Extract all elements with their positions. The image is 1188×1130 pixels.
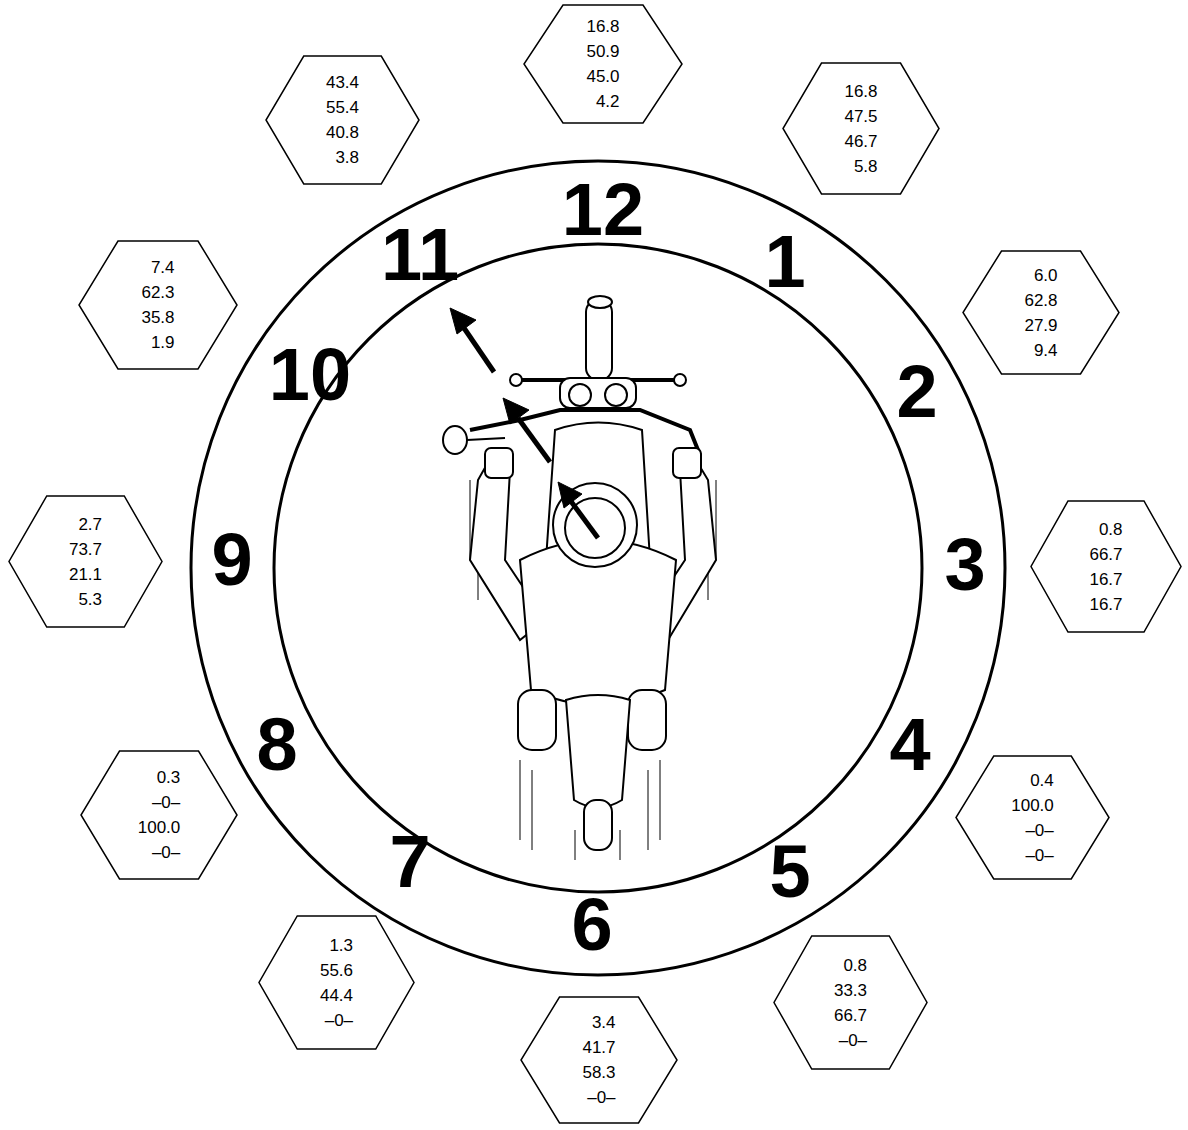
percentage-value: 4.2	[586, 89, 619, 114]
percentage-value: –0–	[320, 1008, 353, 1033]
clock-numeral: 10	[269, 338, 351, 412]
percentage-value: 46.7	[844, 129, 877, 154]
data-hexagon: 16.850.945.04.2	[523, 4, 683, 124]
value-column: 6.062.827.99.4	[1024, 263, 1057, 363]
clock-numeral: 8	[256, 708, 297, 782]
percentage-value: 55.6	[320, 958, 353, 983]
value-column: 16.850.945.04.2	[586, 14, 619, 114]
value-column: 3.441.758.3–0–	[582, 1010, 615, 1110]
percentage-value: 100.0	[1011, 793, 1054, 818]
clock-numeral: 12	[562, 173, 644, 247]
percentage-value: –0–	[138, 790, 181, 815]
percentage-value: 44.4	[320, 983, 353, 1008]
percentage-value: 62.8	[1024, 288, 1057, 313]
percentage-value: –0–	[1011, 843, 1054, 868]
percentage-value: 100.0	[138, 815, 181, 840]
motorcycle-figure	[443, 296, 716, 860]
percentage-value: 58.3	[582, 1060, 615, 1085]
percentage-value: 62.3	[141, 280, 174, 305]
data-hexagon: 0.4100.0–0––0–	[955, 755, 1110, 880]
percentage-value: 16.7	[1089, 592, 1122, 617]
percentage-value: 35.8	[141, 305, 174, 330]
value-column: 0.866.716.716.7	[1089, 517, 1122, 617]
percentage-value: 16.8	[844, 79, 877, 104]
value-column: 0.833.366.7–0–	[834, 953, 867, 1053]
percentage-value: 1.3	[320, 933, 353, 958]
percentage-value: 5.8	[844, 154, 877, 179]
value-column: 16.847.546.75.8	[844, 79, 877, 179]
inner-ring	[274, 244, 922, 892]
data-hexagon: 16.847.546.75.8	[782, 62, 940, 195]
percentage-value: –0–	[582, 1085, 615, 1110]
percentage-value: 3.4	[582, 1010, 615, 1035]
hexagon-outline	[258, 915, 415, 1050]
percentage-value: 9.4	[1024, 338, 1057, 363]
percentage-value: 0.8	[834, 953, 867, 978]
clock-numeral: 1	[764, 225, 805, 299]
data-hexagon: 2.773.721.15.3	[8, 495, 163, 628]
data-hexagon: 0.3–0–100.0–0–	[80, 750, 238, 880]
clock-numeral: 2	[896, 355, 937, 429]
percentage-value: 0.4	[1011, 768, 1054, 793]
percentage-value: 5.3	[69, 587, 102, 612]
percentage-value: 3.8	[326, 145, 359, 170]
percentage-value: 73.7	[69, 537, 102, 562]
value-column: 2.773.721.15.3	[69, 512, 102, 612]
clock-numeral: 6	[571, 888, 612, 962]
percentage-value: 47.5	[844, 104, 877, 129]
percentage-value: 0.3	[138, 765, 181, 790]
data-hexagon: 1.355.644.4–0–	[258, 915, 415, 1050]
percentage-value: 55.4	[326, 95, 359, 120]
percentage-value: –0–	[138, 840, 181, 865]
percentage-value: 45.0	[586, 64, 619, 89]
clock-numeral: 9	[211, 523, 252, 597]
percentage-value: 1.9	[141, 330, 174, 355]
percentage-value: 41.7	[582, 1035, 615, 1060]
clock-numeral: 5	[769, 835, 810, 909]
value-column: 7.462.335.81.9	[141, 255, 174, 355]
data-hexagon: 43.455.440.83.8	[265, 55, 420, 185]
data-hexagon: 6.062.827.99.4	[962, 250, 1120, 375]
clock-numeral: 7	[389, 825, 430, 899]
percentage-value: 33.3	[834, 978, 867, 1003]
clock-numeral: 3	[944, 528, 985, 602]
percentage-value: 2.7	[69, 512, 102, 537]
percentage-value: 27.9	[1024, 313, 1057, 338]
value-column: 43.455.440.83.8	[326, 70, 359, 170]
percentage-value: 16.8	[586, 14, 619, 39]
outer-ring	[191, 161, 1005, 975]
percentage-value: 21.1	[69, 562, 102, 587]
clock-numeral: 11	[381, 218, 459, 292]
percentage-value: 0.8	[1089, 517, 1122, 542]
percentage-value: 7.4	[141, 255, 174, 280]
percentage-value: 6.0	[1024, 263, 1057, 288]
hexagon-outline	[773, 935, 928, 1070]
percentage-value: 16.7	[1089, 567, 1122, 592]
percentage-value: –0–	[834, 1028, 867, 1053]
data-hexagon: 0.866.716.716.7	[1030, 500, 1182, 633]
data-hexagon: 7.462.335.81.9	[78, 240, 238, 370]
percentage-value: 66.7	[834, 1003, 867, 1028]
data-hexagon: 0.833.366.7–0–	[773, 935, 928, 1070]
clock-numeral: 4	[889, 708, 930, 782]
percentage-value: 50.9	[586, 39, 619, 64]
value-column: 0.3–0–100.0–0–	[138, 765, 181, 865]
data-hexagon: 3.441.758.3–0–	[520, 996, 678, 1124]
value-column: 1.355.644.4–0–	[320, 933, 353, 1033]
percentage-value: 40.8	[326, 120, 359, 145]
direction-arrows	[450, 308, 598, 538]
percentage-value: 66.7	[1089, 542, 1122, 567]
percentage-value: –0–	[1011, 818, 1054, 843]
value-column: 0.4100.0–0––0–	[1011, 768, 1054, 868]
percentage-value: 43.4	[326, 70, 359, 95]
